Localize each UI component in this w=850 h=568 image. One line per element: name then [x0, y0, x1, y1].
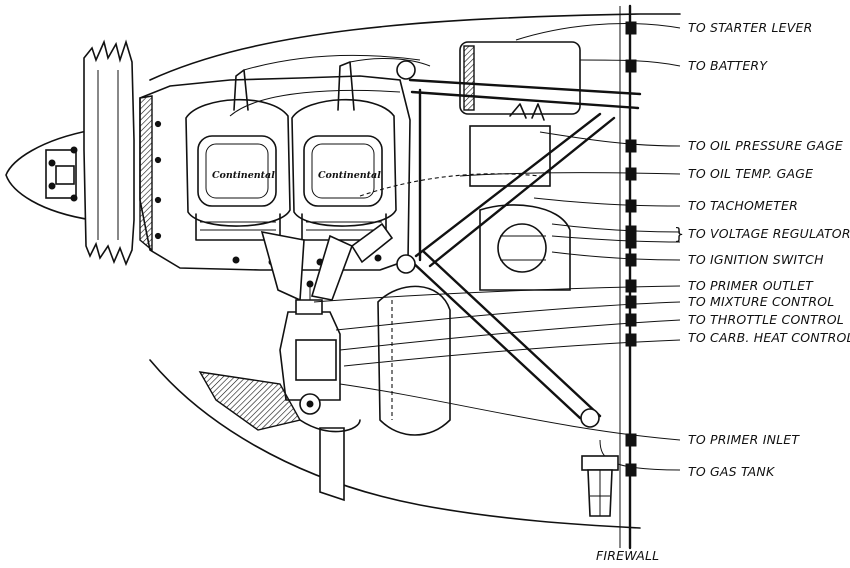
label-firewall: FIREWALL: [596, 548, 660, 563]
label-gas-tank: TO GAS TANK: [688, 464, 775, 479]
engine-mount: [396, 60, 642, 428]
cylinder-right: Continental: [291, 98, 397, 241]
label-ignition-switch: TO IGNITION SWITCH: [688, 252, 824, 267]
firewall: [619, 4, 632, 550]
label-tachometer: TO TACHOMETER: [688, 198, 798, 213]
cowling-lower: [149, 359, 641, 529]
air-intake-scoop: [198, 371, 361, 502]
label-throttle-control: TO THROTTLE CONTROL: [688, 312, 844, 327]
cylinder-right-brand: Continental: [318, 170, 381, 181]
label-oil-temp-gage: TO OIL TEMP. GAGE: [688, 166, 814, 181]
propeller: [83, 39, 135, 267]
carburetor: [279, 280, 341, 415]
label-primer-inlet: TO PRIMER INLET: [688, 432, 800, 447]
label-carb-heat-control: TO CARB. HEAT CONTROL: [688, 330, 850, 345]
label-battery: TO BATTERY: [688, 58, 768, 73]
label-primer-outlet: TO PRIMER OUTLET: [688, 278, 814, 293]
induction-pipes: [260, 222, 394, 302]
label-oil-pressure-gage: TO OIL PRESSURE GAGE: [688, 138, 843, 153]
voltage-regulator-brace: }: [674, 224, 685, 243]
oil-tank: [377, 285, 451, 436]
generator: [459, 41, 581, 291]
label-starter-lever: TO STARTER LEVER: [688, 20, 813, 35]
cylinder-left: Continental: [185, 98, 291, 241]
spinner: [5, 129, 93, 221]
fuel-strainer: [581, 455, 619, 517]
cylinder-left-brand: Continental: [212, 170, 275, 181]
firewall-fittings: [625, 21, 637, 477]
label-mixture-control: TO MIXTURE CONTROL: [688, 294, 835, 309]
cowling-outline: [149, 13, 681, 81]
ignition-leads: [229, 54, 431, 117]
label-voltage-regulator: TO VOLTAGE REGULATOR: [688, 226, 850, 241]
